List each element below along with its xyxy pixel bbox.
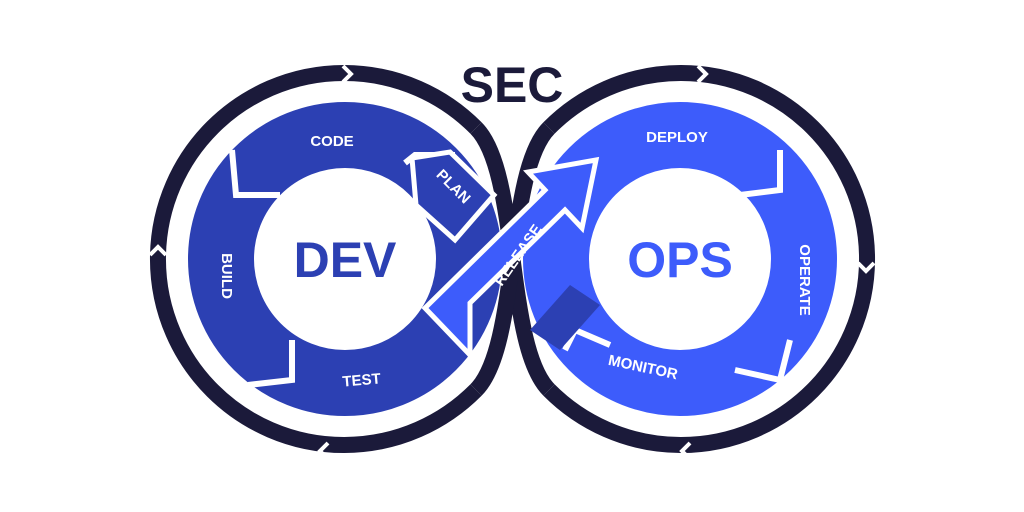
ops-label: OPS — [627, 232, 733, 288]
stage-build: BUILD — [218, 253, 235, 299]
release-arrow — [421, 156, 600, 362]
ops-return-segment — [530, 285, 600, 350]
stage-code: CODE — [310, 133, 353, 150]
sec-title: SEC — [461, 57, 564, 113]
ops-ring — [523, 102, 837, 416]
dev-label: DEV — [294, 232, 397, 288]
stage-operate: OPERATE — [796, 244, 813, 315]
right-loop-arc — [543, 65, 876, 453]
ops-center — [591, 170, 769, 348]
stage-deploy: DEPLOY — [646, 129, 708, 146]
stage-test: TEST — [342, 370, 382, 390]
dev-ring — [188, 102, 502, 416]
loop-chevrons — [148, 64, 876, 461]
plan-segment — [409, 149, 498, 244]
dev-center — [256, 170, 434, 348]
